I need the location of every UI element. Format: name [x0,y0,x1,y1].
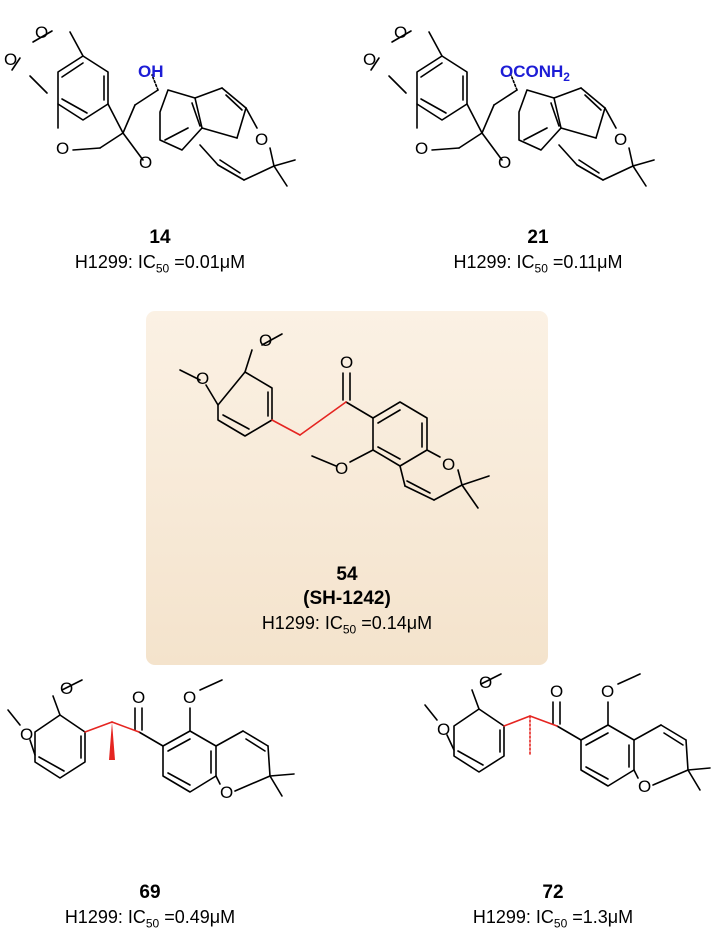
lead-compound-highlight-box [146,311,548,665]
atom-o-72-b: O [437,720,450,739]
compound-69-number: 69 [139,882,161,903]
atom-o-14-e: O [255,130,268,149]
compound-72-activity: H1299: IC50 =1.3μM [472,907,634,931]
atom-o-14-a: O [35,23,48,42]
compound-14-activity: H1299: IC50 =0.01μM [74,252,246,276]
atom-o-69-b: O [20,725,33,744]
compound-69-activity: H1299: IC50 =0.49μM [64,907,236,931]
substituent-oh-14: OH [138,62,164,81]
atom-o-69-d: O [220,783,233,802]
compound-54-activity: H1299: IC50 =0.14μM [261,613,433,637]
compound-54-number: 54 [336,564,358,585]
compound-54-caption: 54 (SH-1242) H1299: IC50 =0.14μM [216,563,478,642]
atom-o-14-c: O [56,139,69,158]
compound-14-caption: 14 H1299: IC50 =0.01μM [40,226,280,281]
atom-o-72-carbonyl: O [550,682,563,701]
atom-o-54-carbonyl: O [340,353,353,372]
atom-o-72-c: O [601,682,614,701]
atom-o-21-a: O [394,23,407,42]
atom-o-54-d: O [442,455,455,474]
compound-21-caption: 21 H1299: IC50 =0.11μM [418,226,658,281]
atom-o-21-d: O [498,153,511,172]
atom-o-14-d: O [139,153,152,172]
compound-72-caption: 72 H1299: IC50 =1.3μM [433,881,673,936]
compound-21-activity: H1299: IC50 =0.11μM [453,252,623,276]
atom-o-54-b: O [196,369,209,388]
compound-69-caption: 69 H1299: IC50 =0.49μM [30,881,270,936]
atom-o-21-c: O [415,139,428,158]
compound-54-code: (SH-1242) [303,588,391,609]
atom-o-69-carbonyl: O [132,688,145,707]
compound-72-number: 72 [542,882,564,903]
atom-o-69-a: O [60,679,73,698]
atom-o-69-c: O [183,688,196,707]
compound-21-number: 21 [527,227,549,248]
atom-o-21-e: O [614,130,627,149]
substituent-carbamate-21: OCONH2 [500,62,570,84]
atom-o-54-c: O [335,459,348,478]
atom-o-21-b: O [363,50,376,69]
compound-14-number: 14 [149,227,171,248]
atom-o-72-d: O [638,777,651,796]
atom-o-72-a: O [479,673,492,692]
wedge-bond-69 [109,722,115,760]
atom-o-14-b: O [4,50,17,69]
atom-o-54-a: O [259,331,272,350]
